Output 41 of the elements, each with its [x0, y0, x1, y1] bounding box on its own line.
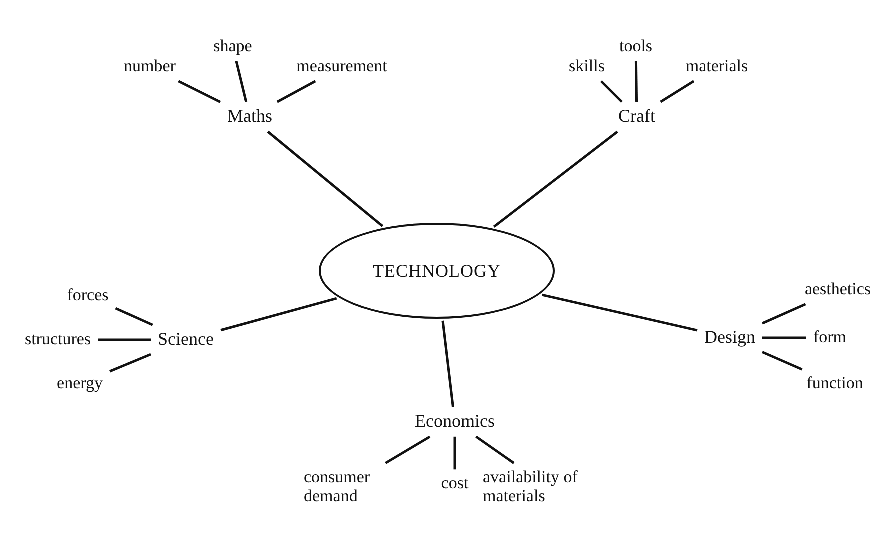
- topic-label: Science: [155, 329, 217, 351]
- connector-line: [442, 320, 454, 408]
- connector-line: [762, 351, 803, 371]
- subtopic-label: skills: [566, 56, 608, 78]
- connector-line: [98, 338, 152, 342]
- connector-line: [762, 336, 806, 340]
- subtopic-label: materials: [682, 56, 752, 78]
- connector-line: [276, 80, 316, 104]
- subtopic-label: availability of materials: [480, 467, 616, 507]
- connector-line: [220, 297, 338, 332]
- subtopic-label: forces: [64, 286, 112, 306]
- connector-line: [454, 436, 456, 470]
- connector-line: [235, 61, 248, 102]
- topic-label: Design: [702, 327, 758, 349]
- connector-line: [634, 61, 638, 102]
- connector-line: [542, 294, 698, 332]
- topic-label: Economics: [412, 411, 498, 433]
- subtopic-label: cost: [438, 474, 472, 494]
- connector-line: [600, 80, 623, 103]
- node-label: TECHNOLOGY: [373, 260, 501, 282]
- subtopic-label: number: [121, 56, 179, 78]
- subtopic-label: structures: [22, 330, 94, 350]
- connector-line: [762, 303, 806, 325]
- subtopic-label: function: [804, 374, 866, 394]
- connector-line: [476, 436, 515, 464]
- subtopic-label: consumer demand: [301, 467, 391, 507]
- subtopic-label: aesthetics: [802, 280, 874, 300]
- topic-label: Maths: [224, 106, 276, 128]
- subtopic-label: measurement: [294, 56, 390, 78]
- subtopic-label: form: [810, 328, 850, 348]
- connector-line: [115, 307, 154, 326]
- connector-line: [267, 130, 384, 228]
- connector-line: [385, 436, 431, 464]
- topic-label: Craft: [616, 106, 658, 128]
- subtopic-label: energy: [54, 374, 106, 394]
- subtopic-label: tools: [616, 36, 656, 58]
- connector-line: [493, 130, 618, 228]
- connector-line: [660, 80, 695, 104]
- connector-line: [110, 353, 152, 373]
- subtopic-label: shape: [210, 36, 256, 58]
- connector-line: [178, 80, 222, 104]
